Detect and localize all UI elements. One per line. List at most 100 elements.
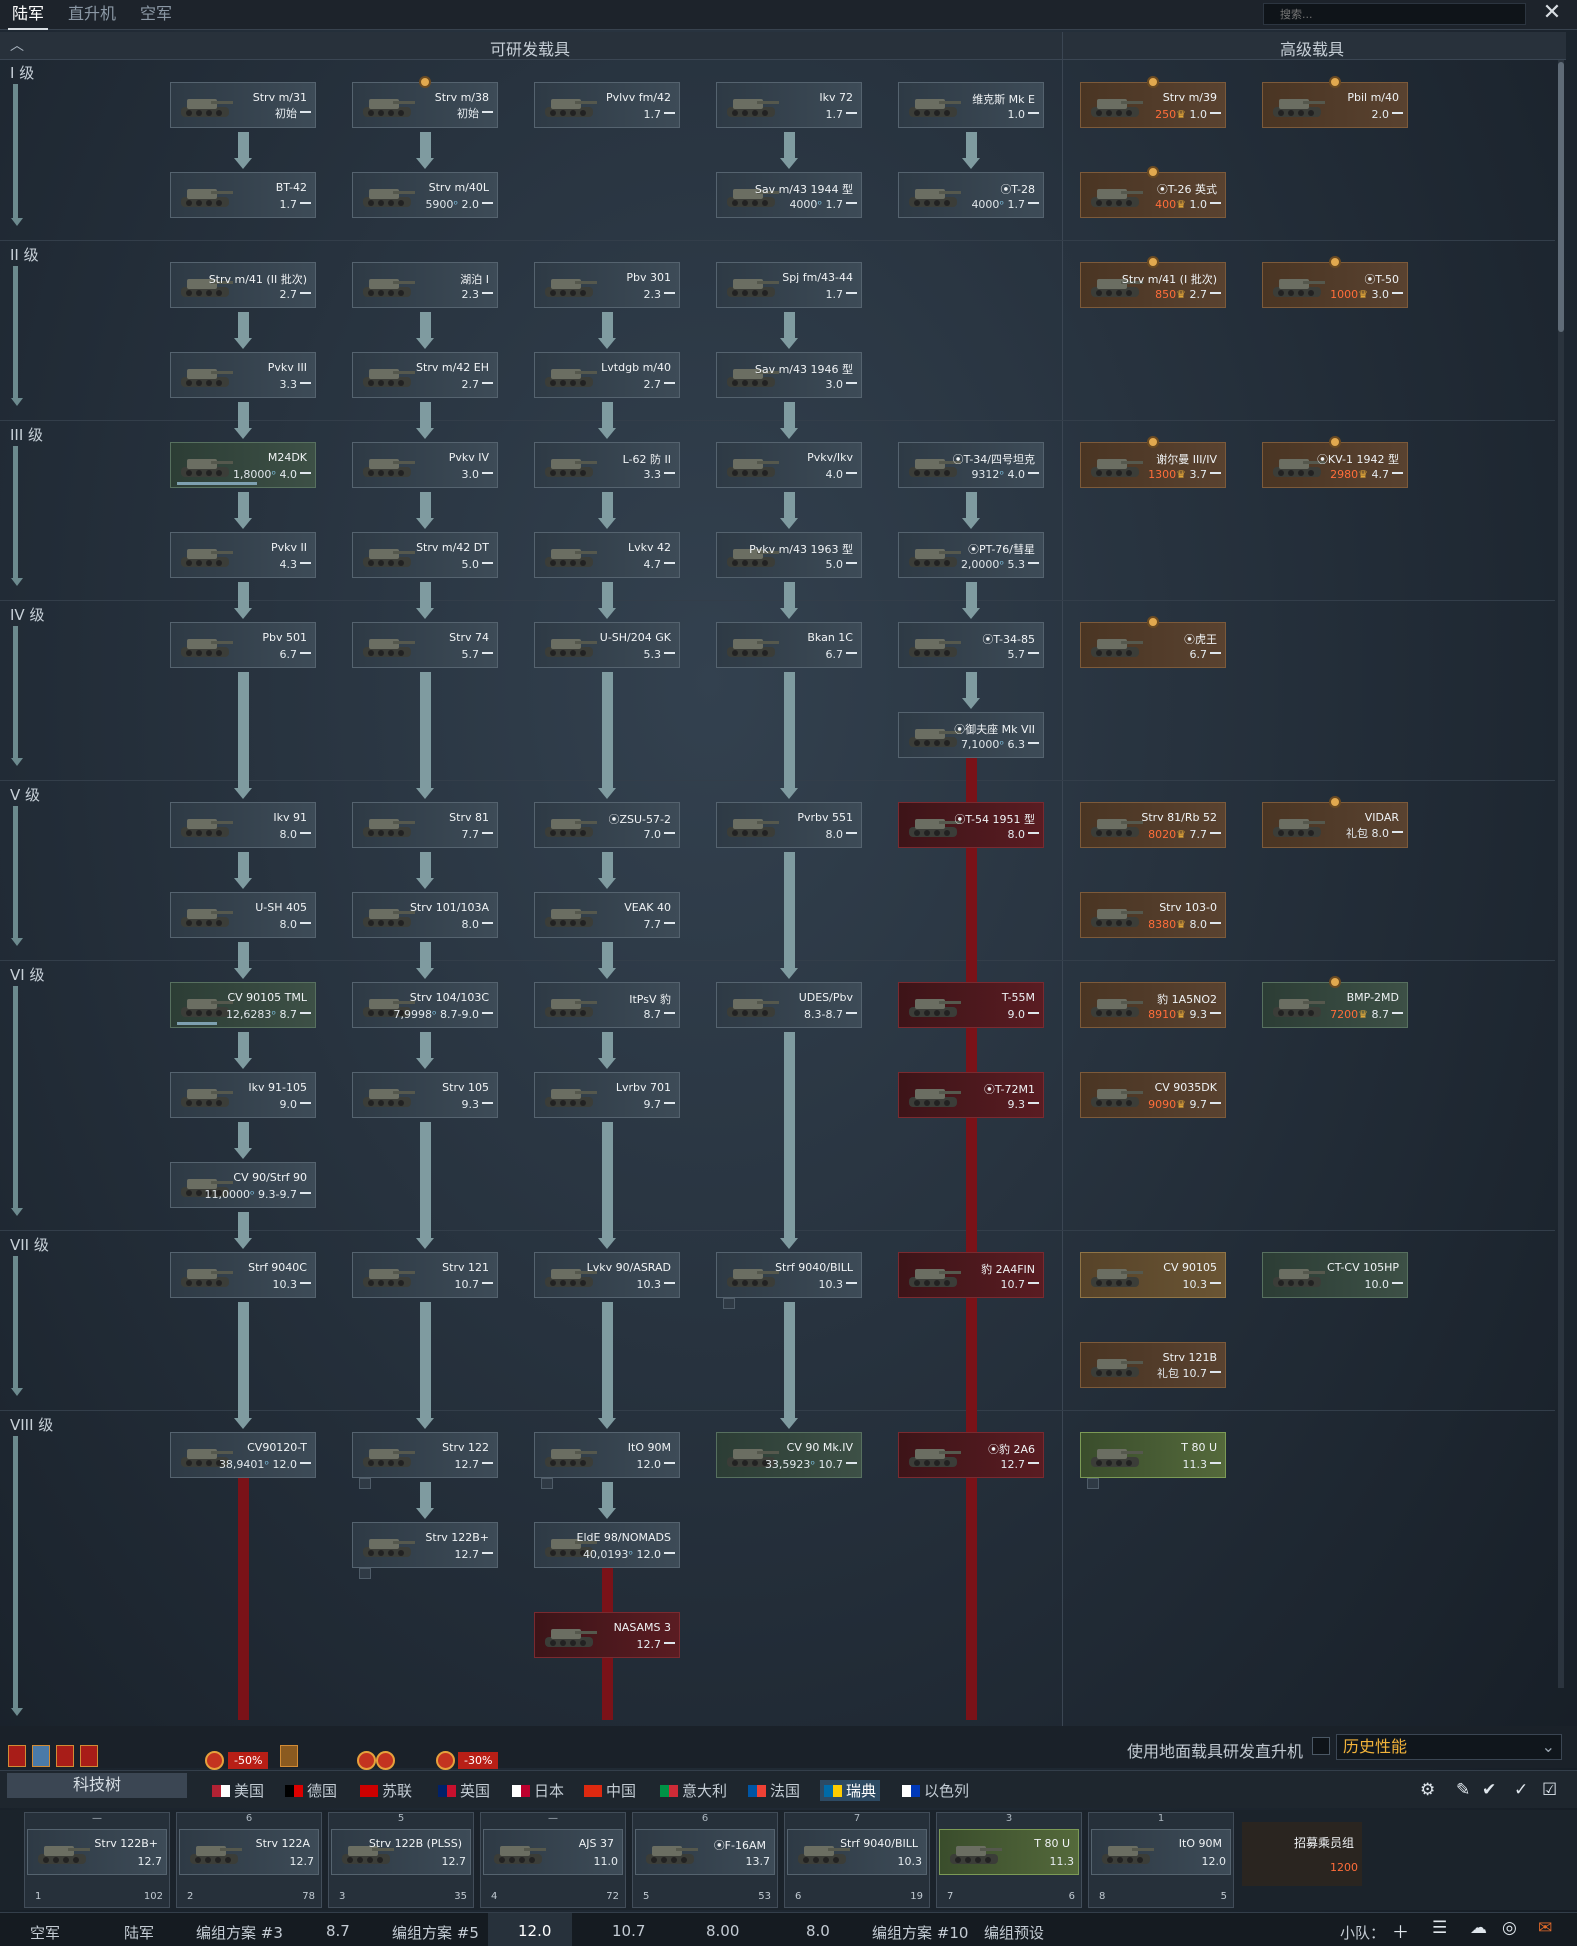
heli-research-checkbox[interactable] <box>1312 1737 1330 1755</box>
tech-tree-button[interactable]: 科技树 <box>7 1773 187 1798</box>
preset-tab[interactable]: 12.0 <box>518 1922 552 1940</box>
map-pin-icon[interactable] <box>32 1745 50 1767</box>
plus-icon[interactable]: ＋ <box>1392 1923 1409 1943</box>
rank-label[interactable]: III 级 <box>10 426 44 444</box>
premium-icon[interactable] <box>8 1745 26 1767</box>
discount-icon[interactable] <box>80 1745 98 1767</box>
rank-label[interactable]: IV 级 <box>10 606 45 624</box>
preset-tab[interactable]: 编组方案 #5 <box>392 1924 479 1942</box>
tab-helicopter[interactable]: 直升机 <box>68 4 117 23</box>
search-input[interactable] <box>1263 3 1526 25</box>
close-button[interactable]: ✕ <box>1542 0 1562 25</box>
rank-label[interactable]: I 级 <box>10 64 35 82</box>
rank-label[interactable]: VII 级 <box>10 1236 49 1254</box>
checkbox-icon[interactable]: ☑ <box>1542 1780 1558 1800</box>
preset-tab[interactable]: 8.7 <box>326 1922 350 1940</box>
scrollbar-thumb[interactable] <box>1558 62 1564 332</box>
vehicle-card[interactable]: Strv 122B+12.7 <box>352 1522 498 1579</box>
preset-tab[interactable]: 编组预设 <box>984 1924 1045 1942</box>
tab-air[interactable]: 空军 <box>140 4 173 23</box>
preset-tab[interactable]: 8.0 <box>806 1922 830 1940</box>
preset-tab[interactable]: 编组方案 #10 <box>872 1924 969 1942</box>
nation-tab[interactable]: 意大利 <box>660 1780 727 1801</box>
double-check-icon[interactable]: ✓ <box>1514 1780 1529 1800</box>
rank-label[interactable]: VIII 级 <box>10 1416 54 1434</box>
nation-tab[interactable]: 中国 <box>584 1780 636 1801</box>
vehicle-card[interactable]: Strv m/41 (I 批次)850♛ 2.7 <box>1080 256 1226 308</box>
list-icon[interactable]: ☰ <box>1432 1918 1448 1938</box>
vehicle-card[interactable]: Strv m/41 (II 批次)2.7 <box>170 262 316 308</box>
preset-tab[interactable]: 10.7 <box>612 1922 646 1940</box>
wrench-icon[interactable]: ✎ <box>1456 1780 1471 1800</box>
preset-tab[interactable]: 8.00 <box>706 1922 740 1940</box>
gear-icon[interactable]: ⚙ <box>1420 1780 1436 1800</box>
collapse-icon[interactable]: ︿ <box>10 38 24 54</box>
timer-icon[interactable] <box>56 1745 74 1767</box>
